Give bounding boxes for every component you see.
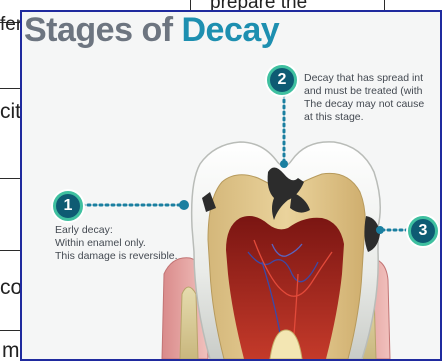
caption-line: Decay that has spread int	[304, 72, 424, 85]
stage-2-caption: Decay that has spread int and must be tr…	[304, 72, 424, 124]
background-text-fragment: cit	[0, 100, 21, 124]
caption-line: The decay may not cause	[304, 98, 424, 111]
stage-1-badge: 1	[53, 191, 83, 221]
stage-2-badge: 2	[267, 65, 297, 95]
table-divider	[190, 0, 191, 10]
caption-line: Early decay:	[55, 224, 178, 237]
background-text-fragment: fer	[0, 14, 22, 36]
table-divider	[384, 0, 385, 10]
stage-number: 3	[419, 222, 428, 239]
caption-line: This damage is reversible.	[55, 250, 178, 263]
tooth-cross-section-illustration	[22, 12, 440, 359]
title-decay: Decay	[182, 11, 280, 49]
title-stages-of: Stages of	[24, 11, 173, 49]
stage-1-caption: Early decay: Within enamel only. This da…	[55, 224, 178, 263]
stage-3-badge: 3	[408, 216, 438, 246]
caption-line: and must be treated (with	[304, 85, 424, 98]
figure-title: Stages of Decay	[24, 10, 279, 51]
background-text-fragment: co	[0, 276, 22, 300]
background-text-fragment: m	[2, 339, 20, 361]
caption-line: at this stage.	[304, 111, 424, 124]
stage-number: 1	[64, 197, 73, 214]
stages-of-decay-figure: Stages of Decay 1 Early decay: Within en…	[20, 10, 442, 361]
caption-line: Within enamel only.	[55, 237, 178, 250]
stage-number: 2	[278, 71, 287, 88]
